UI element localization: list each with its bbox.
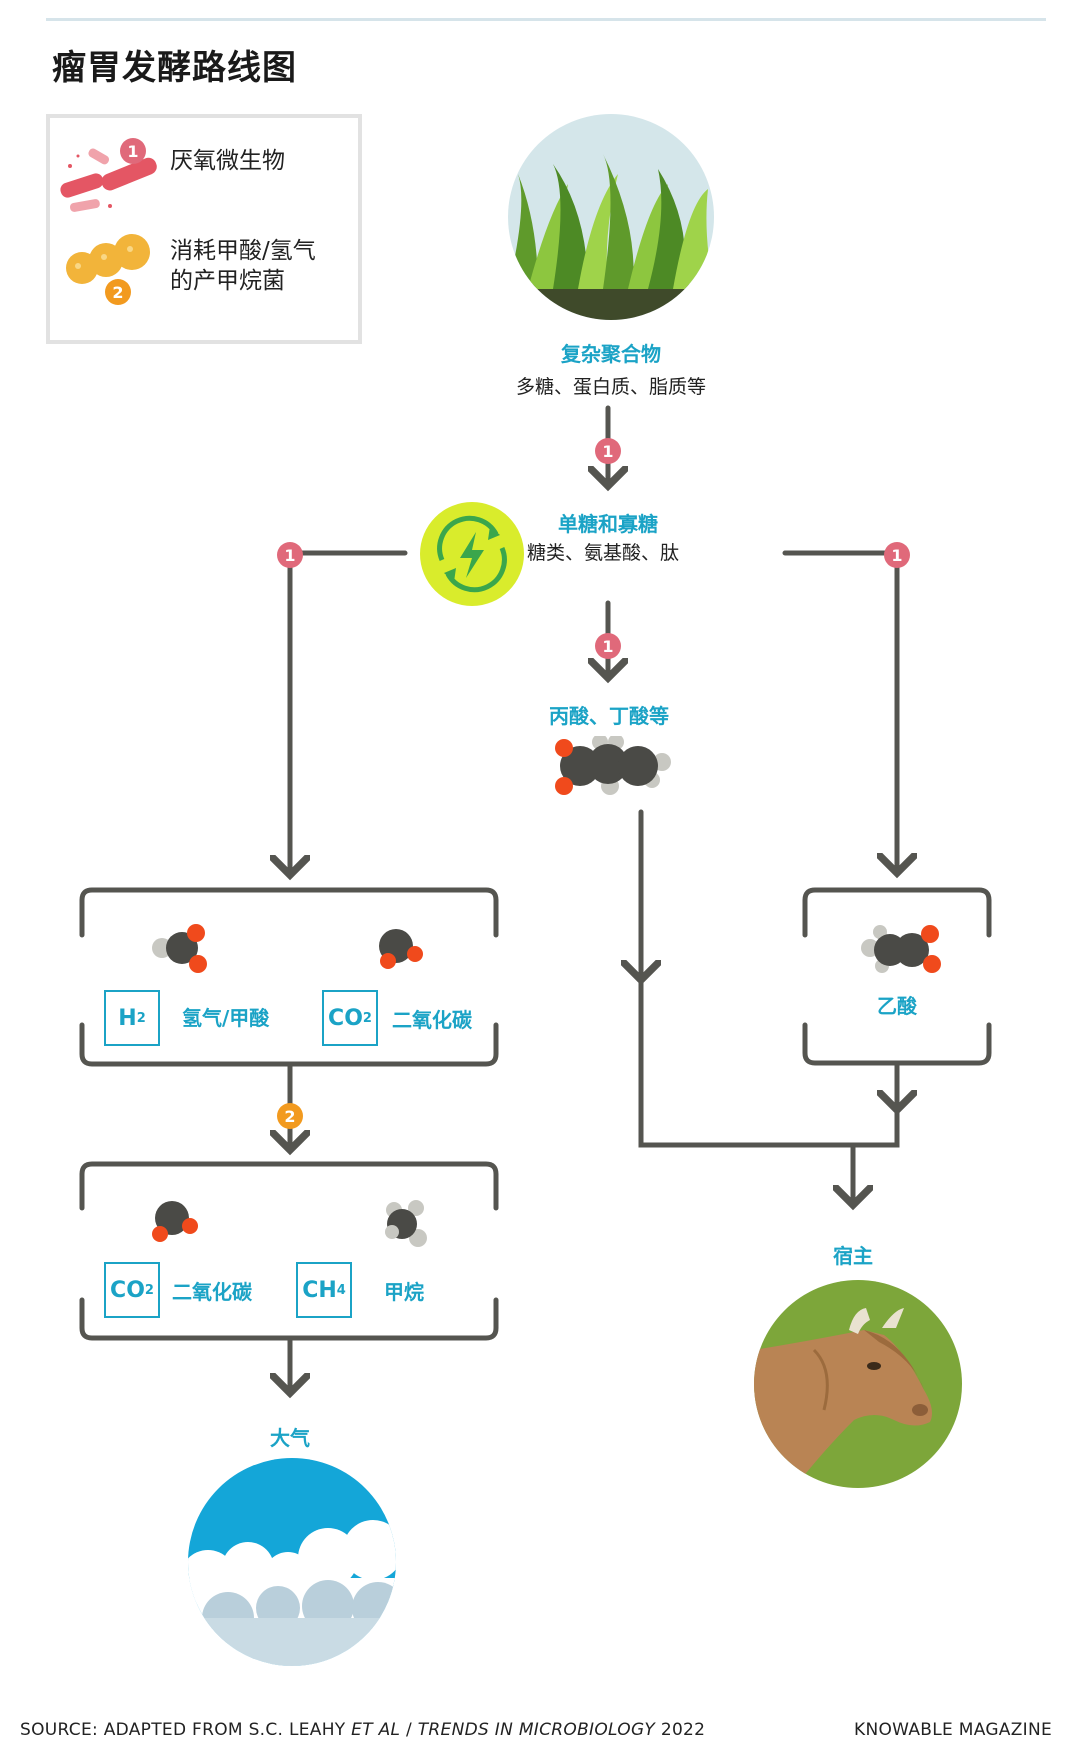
top-rule (46, 18, 1046, 21)
co2-molecule-icon (379, 929, 423, 969)
badge-2-methanogen: 2 (277, 1103, 303, 1129)
badge-1-top: 1 (595, 438, 621, 464)
svg-text:2: 2 (112, 283, 123, 302)
legend-label-methanogen-line2: 的产甲烷菌 (170, 268, 285, 294)
cow-illustration (754, 1280, 962, 1488)
arrow-sugars-to-acetic (782, 550, 897, 873)
atmosphere-label: 大气 (270, 1426, 310, 1450)
h2box-bottom-bracket (79, 1022, 499, 1067)
ch4box-bottom-bracket (79, 1297, 499, 1341)
acetic-top-bracket (802, 887, 992, 938)
arrow-sugars-to-h2box (290, 550, 408, 875)
co2-label-1: 二氧化碳 (392, 1008, 472, 1032)
recycle-energy-icon (420, 502, 524, 606)
line-acids-to-host (638, 809, 852, 1148)
formate-molecule-icon (152, 924, 207, 973)
ch4-label: 甲烷 (384, 1280, 424, 1304)
methanogen-icon: 2 (66, 234, 150, 305)
methane-molecule-icon (385, 1200, 427, 1247)
svg-text:1: 1 (891, 546, 902, 565)
svg-text:1: 1 (127, 142, 138, 161)
acetic-bottom-bracket (802, 1022, 992, 1066)
ch4box-top-bracket (79, 1161, 499, 1211)
badge-1-middle: 1 (595, 633, 621, 659)
h2box-top-bracket (79, 887, 499, 938)
grass-illustration (508, 114, 714, 320)
svg-text:2: 2 (284, 1107, 295, 1126)
badge-1-icon: 1 (120, 138, 146, 164)
legend-label-anaerobic: 厌氧微生物 (170, 148, 285, 174)
co2-label-2: 二氧化碳 (172, 1280, 252, 1304)
svg-text:1: 1 (602, 442, 613, 461)
svg-text:1: 1 (602, 637, 613, 656)
badge-1-right: 1 (884, 542, 910, 568)
sky-clouds-illustration (188, 1458, 396, 1666)
polymers-subtitle: 多糖、蛋白质、脂质等 (515, 376, 706, 398)
h2-label: 氢气/甲酸 (182, 1006, 270, 1030)
butyrate-molecule-icon (555, 736, 671, 795)
anaerobic-bacteria-icon: 1 (60, 138, 157, 212)
legend: 1 厌氧微生物 2 消耗甲酸/氢气 的产甲烷菌 (46, 114, 362, 344)
acetate-molecule-icon (861, 925, 941, 973)
badge-2-icon: 2 (105, 279, 131, 305)
legend-label-methanogen-line1: 消耗甲酸/氢气 (170, 238, 316, 264)
svg-text:1: 1 (284, 546, 295, 565)
sugars-subtitle: 糖类、氨基酸、肽 (527, 542, 680, 564)
polymers-title: 复杂聚合物 (561, 342, 661, 366)
badge-1-left: 1 (277, 542, 303, 568)
acids-title: 丙酸、丁酸等 (549, 704, 669, 728)
page-title: 瘤胃发酵路线图 (52, 48, 297, 88)
sugars-title: 单糖和寡糖 (558, 512, 658, 536)
host-label: 宿主 (833, 1244, 873, 1268)
acetic-label: 乙酸 (877, 994, 917, 1018)
publisher-brand: KNOWABLE MAGAZINE (854, 1720, 1053, 1740)
source-credit: SOURCE: ADAPTED FROM S.C. LEAHY ET AL / … (20, 1720, 706, 1740)
co2-molecule-icon-2 (152, 1201, 198, 1242)
